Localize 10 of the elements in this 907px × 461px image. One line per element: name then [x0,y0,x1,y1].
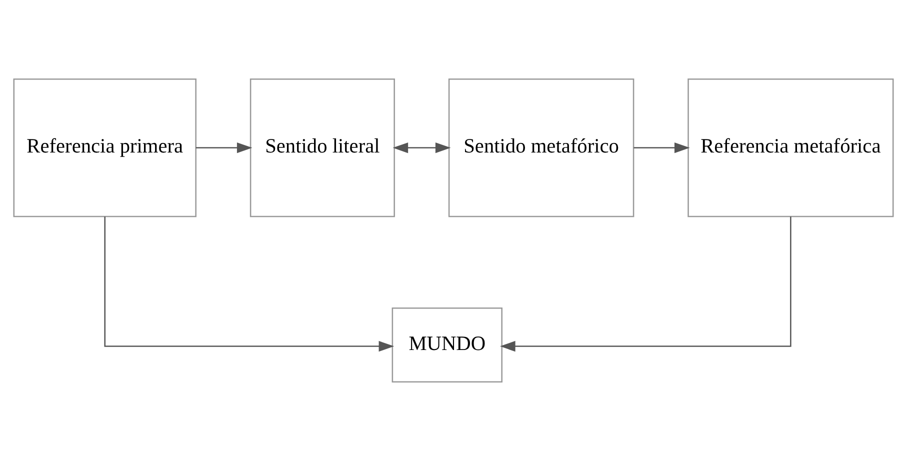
node-box: MUNDO [392,307,502,383]
arrow [634,142,690,154]
node-box: Sentido metafórico [448,78,634,218]
node-box: Sentido literal [250,78,395,218]
arrow [104,216,394,352]
arrow [392,142,451,154]
node-box: Referencia primera [13,78,196,218]
arrow [500,216,792,352]
arrow [196,142,252,154]
node-box: Referencia metafórica [688,78,894,218]
